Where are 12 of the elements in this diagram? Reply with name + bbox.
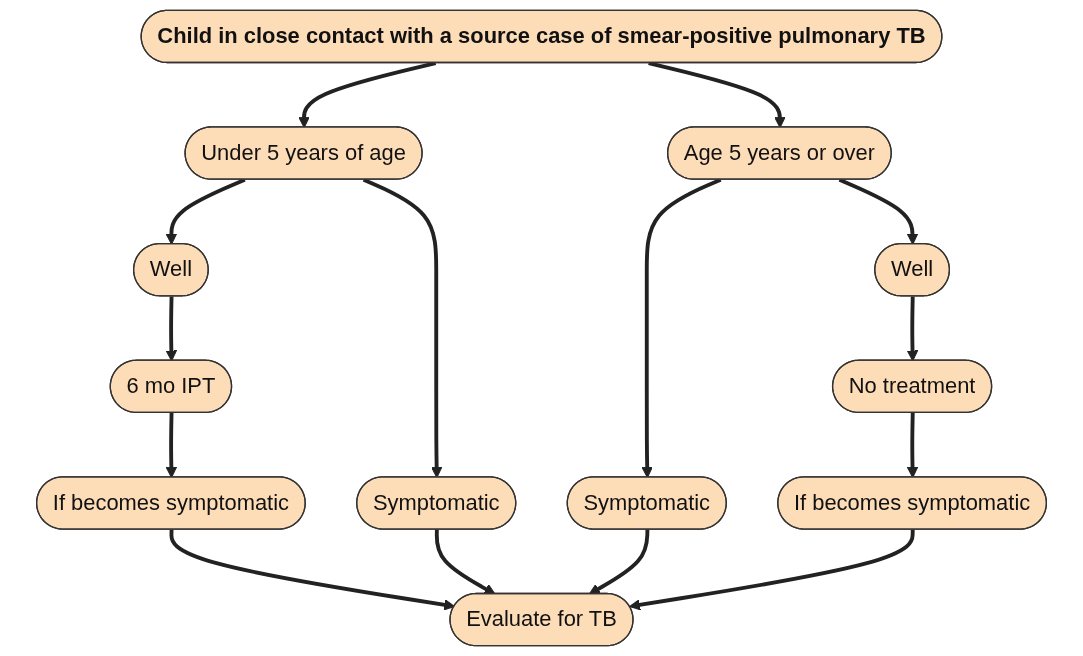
arrow [165, 178, 246, 245]
arrow [641, 178, 722, 478]
arrow [838, 178, 919, 245]
arrow [434, 529, 496, 595]
arrow [165, 413, 177, 478]
arrow [906, 296, 919, 362]
arrow [165, 296, 177, 362]
arrow [629, 529, 915, 611]
arrow [906, 413, 919, 478]
arrow [588, 529, 650, 595]
arrow [362, 178, 443, 478]
arrow [169, 529, 456, 611]
